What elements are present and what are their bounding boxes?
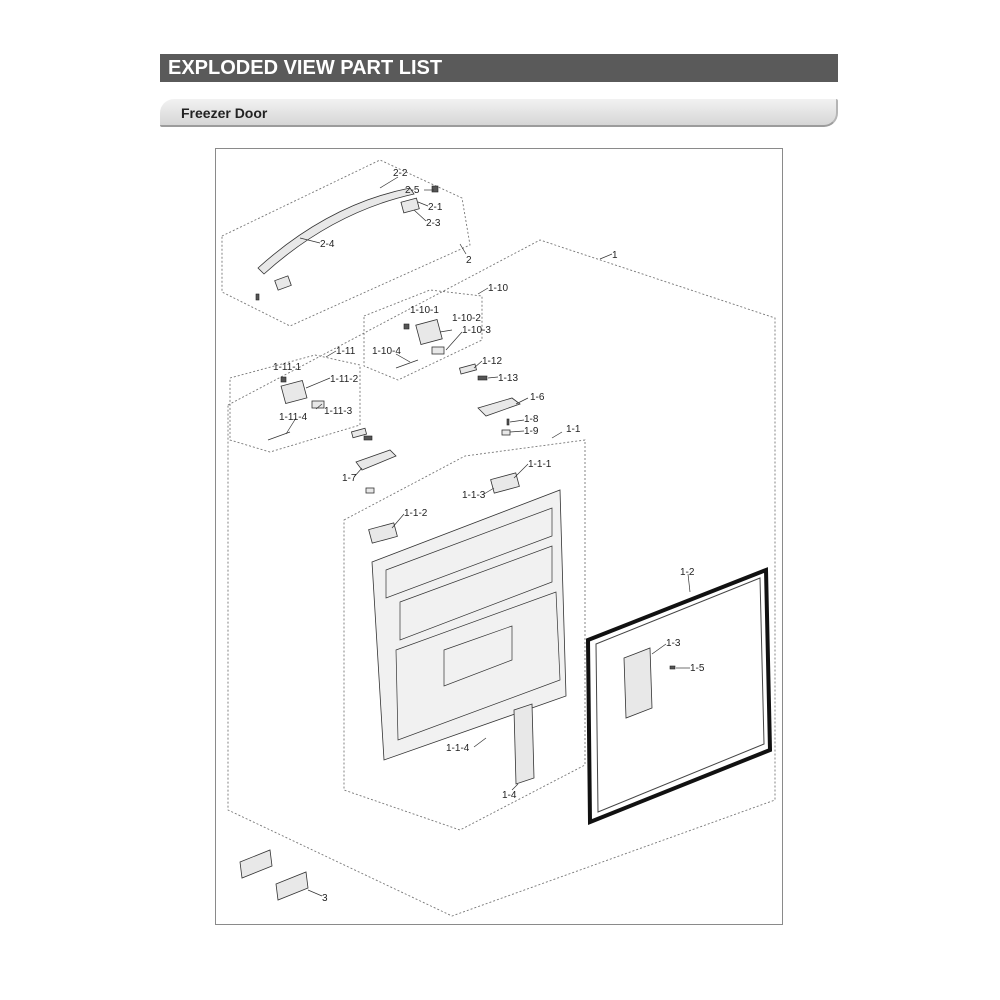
- label-3: 3: [322, 893, 328, 904]
- label-1-13: 1-13: [498, 373, 518, 384]
- label-1-1-1: 1-1-1: [528, 459, 552, 470]
- screw-1-10-1: [403, 323, 410, 330]
- bracket-1-4: [513, 703, 535, 785]
- group-outline-1-10: [363, 289, 483, 381]
- door-inner-panel: [443, 625, 513, 687]
- label-1-1-2: 1-1-2: [404, 508, 428, 519]
- label-2-1: 2-1: [428, 202, 443, 213]
- group-outline-handle: [221, 159, 471, 327]
- bracket-1-1-1: [490, 472, 520, 494]
- part-1-9: [501, 429, 511, 436]
- label-1-10: 1-10: [488, 283, 508, 294]
- screw-1-5: [669, 665, 676, 670]
- label-1-12: 1-12: [482, 356, 502, 367]
- group-outline-door: [227, 239, 776, 917]
- hinge-plate-3a: [239, 849, 273, 879]
- label-1-10-3: 1-10-3: [462, 325, 491, 336]
- part-1-7-small: [365, 487, 375, 494]
- label-2-3: 2-3: [426, 218, 441, 229]
- label-1-1-3: 1-1-3: [462, 490, 486, 501]
- label-1-11: 1-11: [336, 346, 356, 357]
- gasket-1-2: [585, 567, 773, 825]
- hinge-plate-3b: [275, 871, 309, 901]
- label-1-6: 1-6: [530, 392, 545, 403]
- label-1: 1: [612, 250, 618, 261]
- label-1-7: 1-7: [342, 473, 357, 484]
- bracket-1-11-3: [311, 400, 325, 409]
- page-title: EXPLODED VIEW PART LIST: [160, 54, 838, 82]
- label-1-11-4: 1-11-4: [279, 412, 308, 423]
- stopper-1-7: [350, 427, 368, 439]
- label-1-1-4: 1-1-4: [446, 743, 470, 754]
- stopper-1-12: [459, 363, 477, 375]
- group-outline-1-11: [229, 354, 361, 453]
- hinge-1-11-2: [280, 379, 308, 405]
- door-inner-top: [385, 507, 553, 599]
- label-2-5: 2-5: [405, 185, 420, 196]
- label-2-4: 2-4: [320, 239, 335, 250]
- label-1-4: 1-4: [502, 790, 517, 801]
- cover-1-7: [355, 449, 397, 471]
- gasket-1-2-inner: [595, 577, 765, 813]
- diagram-frame: [215, 148, 783, 925]
- leader-lines: [285, 176, 691, 897]
- bracket-1-10-3: [431, 346, 445, 355]
- callout-labels: 2-2 2-5 2-1 2-3 2-4 2 1 1-10 1-10-1 1-10…: [273, 168, 705, 904]
- screw-handle: [255, 293, 260, 301]
- label-1-2: 1-2: [680, 567, 695, 578]
- pin-1-10-4: [395, 359, 419, 369]
- label-1-10-1: 1-10-1: [410, 305, 439, 316]
- hinge-1-10-2: [415, 319, 443, 345]
- label-2-2: 2-2: [393, 168, 408, 179]
- handle-cap-lower: [274, 275, 292, 291]
- label-1-10-2: 1-10-2: [452, 313, 481, 324]
- label-1-5: 1-5: [690, 663, 705, 674]
- clip-2-5: [431, 185, 439, 193]
- screw-1-8: [506, 418, 510, 426]
- label-1-11-3: 1-11-3: [324, 406, 353, 417]
- section-title: Freezer Door: [160, 99, 838, 127]
- cover-1-6: [477, 397, 521, 417]
- label-1-10-4: 1-10-4: [372, 346, 401, 357]
- door-inner-bottom: [395, 591, 561, 741]
- handle-cap-2-3: [400, 197, 420, 214]
- group-outline-1-1: [343, 439, 586, 831]
- label-1-11-1: 1-11-1: [273, 362, 302, 373]
- label-1-11-2: 1-11-2: [330, 374, 359, 385]
- bracket-1-1-2: [368, 522, 398, 544]
- door-body-1-1: [371, 489, 567, 761]
- handle-bar-2-4: [257, 187, 415, 275]
- spring-1-7: [363, 435, 373, 441]
- label-1-3: 1-3: [666, 638, 681, 649]
- label-1-8: 1-8: [524, 414, 539, 425]
- screw-1-11-1: [280, 376, 287, 383]
- door-inner-mid: [399, 545, 553, 641]
- bracket-1-3: [623, 647, 653, 719]
- label-1-9: 1-9: [524, 426, 539, 437]
- label-2: 2: [466, 255, 472, 266]
- label-1-1: 1-1: [566, 424, 581, 435]
- spring-1-13: [477, 375, 488, 381]
